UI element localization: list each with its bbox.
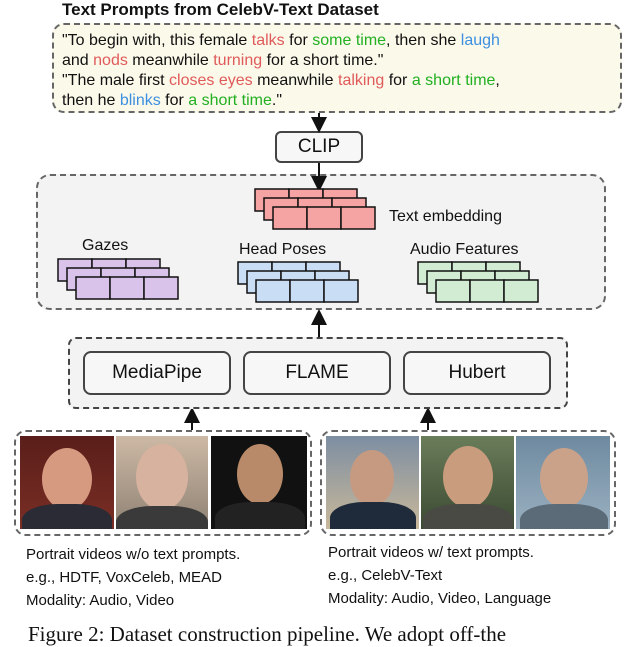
left-caption-line-2: e.g., HDTF, VoxCeleb, MEAD <box>26 569 222 586</box>
audio-features-block-cell <box>503 279 539 303</box>
text-embedding-block-cell <box>272 206 308 230</box>
prompt-line-3: "The male first closes eyes meanwhile ta… <box>62 72 500 90</box>
prompt-line-2: and nods meanwhile turning for a short t… <box>62 52 383 70</box>
portrait-image-6 <box>516 436 610 529</box>
diagram-title: Text Prompts from CelebV-Text Dataset <box>62 0 379 19</box>
head-poses-block-cell <box>323 279 359 303</box>
text-embedding-block-cell <box>340 206 376 230</box>
left-caption-line-1: Portrait videos w/o text prompts. <box>26 546 241 563</box>
prompt-segment: for <box>284 32 313 49</box>
portrait-image-3 <box>211 436 307 529</box>
head-poses-label: Head Poses <box>239 241 327 258</box>
left-caption-line-3: Modality: Audio, Video <box>26 592 175 609</box>
prompt-segment: laugh <box>460 32 500 49</box>
gazes-block-cell <box>143 276 179 300</box>
prompt-segment: blinks <box>119 92 161 109</box>
prompt-segment: then he <box>62 92 120 109</box>
prompt-segment: talking <box>338 72 385 89</box>
prompt-segment: turning <box>213 52 263 69</box>
prompt-segment: meanwhile <box>127 52 214 69</box>
prompt-segment: "The male first <box>62 72 170 89</box>
prompt-segment: and <box>62 52 94 69</box>
right-caption-line-2: e.g., CelebV-Text <box>328 567 443 584</box>
prompt-segment: a short time <box>411 72 496 89</box>
prompt-segment: , then she <box>386 32 461 49</box>
left-video-group <box>14 430 312 536</box>
prompt-line-1: "To begin with, this female talks for so… <box>62 32 500 50</box>
prompt-segment: for <box>160 92 189 109</box>
text-prompt-box <box>52 23 622 113</box>
prompt-segment: talks <box>251 32 285 49</box>
prompt-segment: , <box>495 72 500 89</box>
prompt-segment: ." <box>271 92 283 109</box>
text-embedding-block-cell <box>306 206 342 230</box>
prompt-segment: for <box>384 72 412 89</box>
prompt-segment: closes eyes <box>169 72 253 89</box>
audio-features-block-cell <box>469 279 505 303</box>
flame-box: FLAME <box>243 351 391 395</box>
text-embedding-label: Text embedding <box>389 208 502 225</box>
audio-features-block-cell <box>435 279 471 303</box>
prompt-segment: some time <box>312 32 387 49</box>
head-poses-block-cell <box>255 279 291 303</box>
portrait-image-5 <box>421 436 514 529</box>
figure-caption: Figure 2: Dataset construction pipeline.… <box>28 622 507 646</box>
portrait-image-4 <box>326 436 419 529</box>
portrait-image-2 <box>116 436 208 529</box>
prompt-segment: nods <box>93 52 128 69</box>
prompt-line-4: then he blinks for a short time." <box>62 92 282 110</box>
prompt-segment: meanwhile <box>252 72 339 89</box>
portrait-image-1 <box>20 436 114 529</box>
gazes-block-cell <box>109 276 145 300</box>
head-poses-block-cell <box>289 279 325 303</box>
prompt-segment: "To begin with, this female <box>62 32 252 49</box>
gazes-block-cell <box>75 276 111 300</box>
hubert-box: Hubert <box>403 351 551 395</box>
right-caption-line-3: Modality: Audio, Video, Language <box>328 590 552 607</box>
prompt-segment: a short time <box>188 92 272 109</box>
audio-features-label: Audio Features <box>410 241 519 258</box>
prompt-segment: for a short time." <box>262 52 384 69</box>
right-video-group <box>320 430 616 536</box>
right-caption-line-1: Portrait videos w/ text prompts. <box>328 544 534 561</box>
mediapipe-box: MediaPipe <box>83 351 231 395</box>
gazes-label: Gazes <box>82 237 129 254</box>
